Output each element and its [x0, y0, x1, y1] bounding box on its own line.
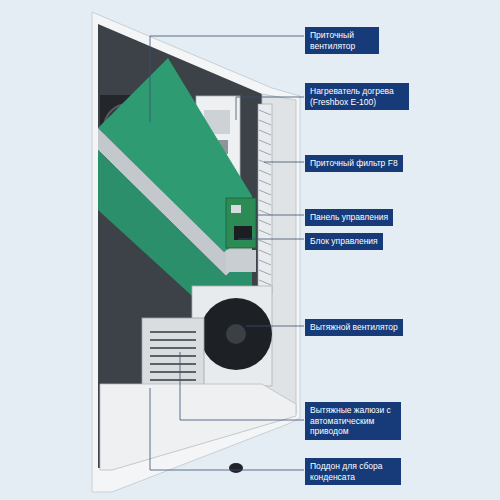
callout-box: Вытяжные жалюзи с автоматическим приводо…	[305, 402, 401, 440]
terminal-block	[226, 250, 256, 272]
callout-box: Блок управления	[305, 233, 383, 250]
exhaust-fan-hub	[226, 324, 246, 344]
callout-box: Вытяжной вентилятор	[305, 319, 403, 336]
control-board	[226, 198, 256, 248]
callout-box: Нагреватель догрева (Freshbox E-100)	[305, 83, 409, 110]
filter	[258, 104, 272, 294]
callout-text: Вытяжные жалюзи с автоматическим приводо…	[310, 405, 396, 437]
callout-box: Приточный вентилятор	[305, 27, 379, 54]
louvres	[150, 332, 196, 380]
callout-text: Панель управления	[310, 212, 388, 223]
callout-text: Приточный фильтр F8	[310, 158, 398, 169]
callout-box: Приточный фильтр F8	[305, 155, 403, 172]
exhaust-fan	[200, 298, 272, 370]
callout-text: Нагреватель догрева (Freshbox E-100)	[310, 86, 404, 107]
board-component	[234, 226, 252, 240]
callout-text: Вытяжной вентилятор	[310, 322, 398, 333]
board-component	[231, 205, 241, 213]
callout-box: Поддон для сбора конденсата	[305, 458, 401, 485]
callout-text: Поддон для сбора конденсата	[310, 461, 396, 482]
condensate-tray	[100, 384, 296, 470]
drain-knob	[229, 463, 243, 473]
callout-text: Блок управления	[310, 236, 378, 247]
callout-box: Панель управления	[305, 209, 393, 226]
leader-lines	[150, 36, 304, 470]
callout-text: Приточный вентилятор	[310, 30, 374, 51]
